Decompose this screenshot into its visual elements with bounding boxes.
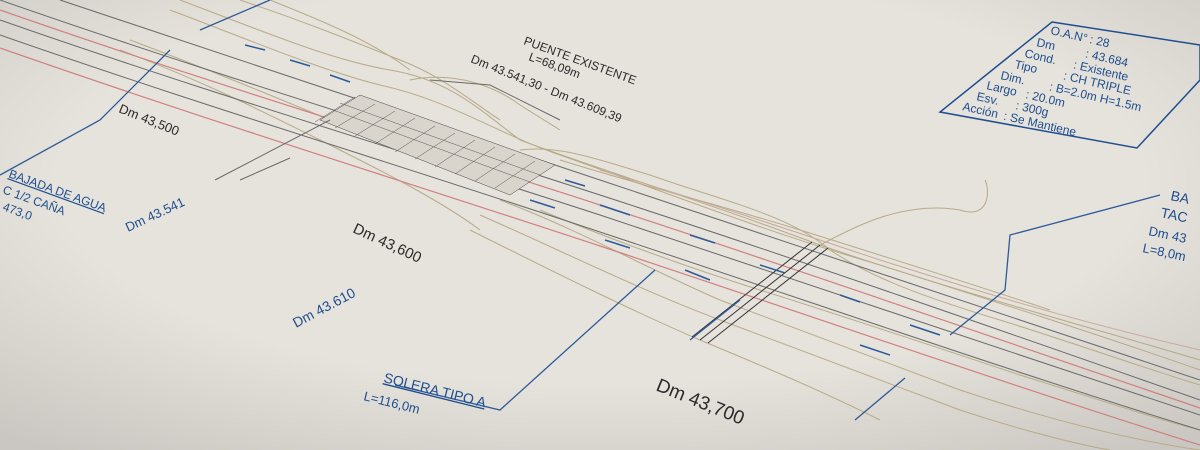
- bajada-right-type: TAC: [1159, 204, 1189, 225]
- station-label: Dm 43.610: [290, 284, 358, 330]
- bajada-right-title: BA: [1169, 187, 1191, 207]
- oan-info-box: O.A.N°: 28 Dm: 43.684 Cond.: Existente T…: [938, 21, 1200, 149]
- oan-label: Dm: [1035, 35, 1056, 53]
- station-label: Dm 43.541: [123, 194, 187, 234]
- station-label: Dm 43,700: [653, 375, 747, 429]
- oan-label: Esv.: [975, 89, 1000, 108]
- culvert-lines: [691, 241, 829, 344]
- oan-label: Tipo: [1013, 57, 1039, 76]
- solera-length: L=116,0m: [362, 388, 421, 416]
- leader-lines: [0, 0, 1161, 421]
- oan-value: : 28: [1088, 32, 1111, 50]
- oan-label: Largo: [985, 78, 1018, 99]
- station-label: Dm 43,600: [350, 220, 424, 266]
- blue-markers: [244, 44, 941, 356]
- oan-label: Dim.: [999, 68, 1026, 87]
- bridge-hatch: [314, 94, 556, 196]
